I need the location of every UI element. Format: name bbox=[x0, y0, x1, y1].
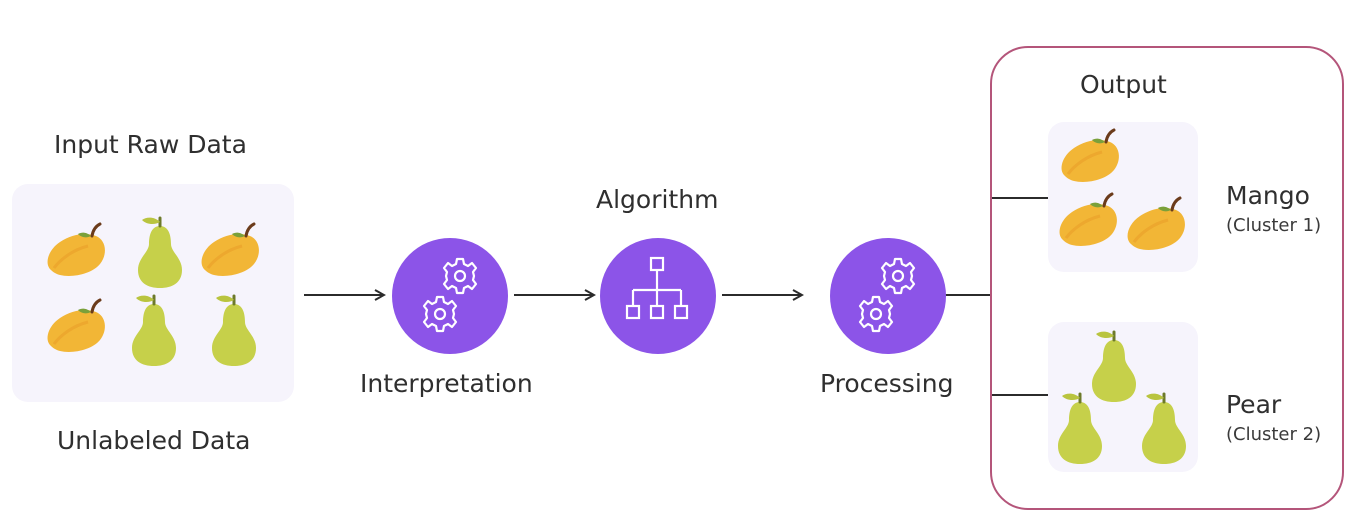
mango-cluster-icon bbox=[1058, 128, 1187, 252]
output-title: Output bbox=[1080, 70, 1167, 99]
processing-node bbox=[830, 238, 946, 354]
interpretation-label: Interpretation bbox=[360, 369, 533, 398]
gears-icon bbox=[858, 257, 916, 333]
input-data-panel bbox=[12, 184, 294, 402]
cluster-2-name: Pear bbox=[1226, 390, 1282, 419]
interpretation-node bbox=[392, 238, 508, 354]
cluster-1-name: Mango bbox=[1226, 181, 1310, 210]
input-caption: Unlabeled Data bbox=[57, 426, 251, 455]
output-box bbox=[990, 46, 1344, 510]
gears-icon bbox=[422, 257, 478, 333]
algorithm-label: Algorithm bbox=[596, 185, 719, 214]
processing-label: Processing bbox=[820, 369, 954, 398]
cluster-1-subtitle: (Cluster 1) bbox=[1226, 215, 1322, 236]
input-title: Input Raw Data bbox=[54, 130, 247, 159]
algorithm-node bbox=[600, 238, 716, 354]
mango-cluster-panel bbox=[1048, 122, 1198, 272]
pear-cluster-panel bbox=[1048, 322, 1198, 472]
hierarchy-icon bbox=[625, 256, 689, 320]
pear-cluster-icon bbox=[1056, 330, 1188, 466]
cluster-2-subtitle: (Cluster 2) bbox=[1226, 424, 1322, 445]
